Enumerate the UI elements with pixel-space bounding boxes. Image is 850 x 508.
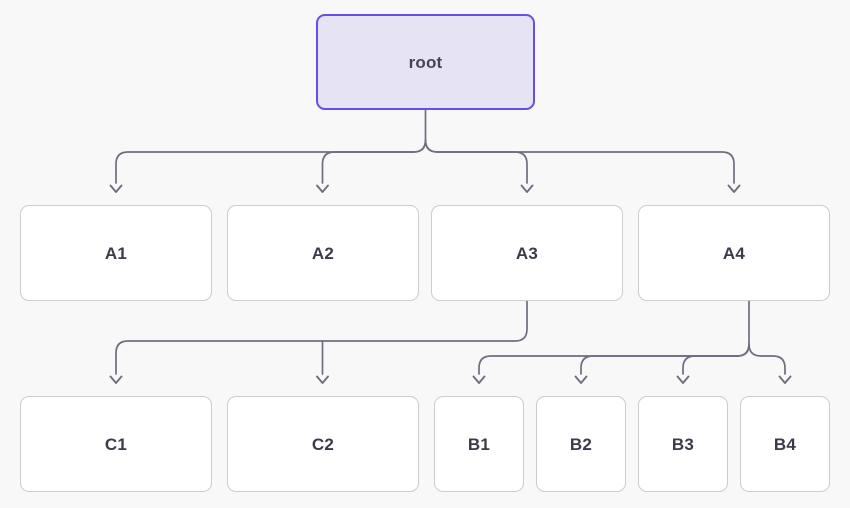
- edge-root-A2: [321, 139, 427, 184]
- arrow-to-A3: [520, 184, 534, 193]
- node-a3-label: A3: [515, 243, 539, 263]
- arrow-to-B3: [676, 375, 690, 384]
- node-b4[interactable]: B4: [740, 396, 830, 492]
- node-b3[interactable]: B3: [638, 396, 728, 492]
- edge-A4-B1: [478, 343, 750, 375]
- node-b3-label: B3: [671, 434, 695, 454]
- node-c1-label: C1: [104, 434, 128, 454]
- node-c1[interactable]: C1: [20, 396, 212, 492]
- arrow-to-C1: [109, 375, 123, 384]
- edge-A4-B3: [682, 343, 750, 375]
- node-b1-label: B1: [467, 434, 491, 454]
- node-a2[interactable]: A2: [227, 205, 419, 301]
- arrow-to-C2: [316, 375, 329, 384]
- arrow-to-B2: [574, 375, 588, 384]
- node-b4-label: B4: [773, 434, 797, 454]
- node-a4[interactable]: A4: [638, 205, 830, 301]
- node-a1-label: A1: [104, 243, 128, 263]
- node-root[interactable]: root: [316, 14, 535, 110]
- edge-root-A3: [424, 139, 528, 184]
- arrow-to-A2: [316, 184, 329, 193]
- node-c2[interactable]: C2: [227, 396, 419, 492]
- arrow-to-A4: [727, 184, 741, 193]
- edge-A3-trunk: [115, 300, 528, 375]
- node-a3[interactable]: A3: [431, 205, 623, 301]
- arrow-to-A1: [109, 184, 123, 193]
- node-a1[interactable]: A1: [20, 205, 212, 301]
- edge-A4-B2: [580, 343, 750, 375]
- arrow-to-B4: [778, 375, 792, 384]
- edge-root-A1: [115, 139, 427, 184]
- edge-A4-B4: [748, 343, 786, 375]
- node-a2-label: A2: [311, 243, 335, 263]
- arrow-to-B1: [472, 375, 486, 384]
- node-b2-label: B2: [569, 434, 593, 454]
- node-root-label: root: [408, 52, 443, 72]
- node-a4-label: A4: [722, 243, 746, 263]
- edge-root-A4: [424, 139, 735, 184]
- node-c2-label: C2: [311, 434, 335, 454]
- node-b1[interactable]: B1: [434, 396, 524, 492]
- node-b2[interactable]: B2: [536, 396, 626, 492]
